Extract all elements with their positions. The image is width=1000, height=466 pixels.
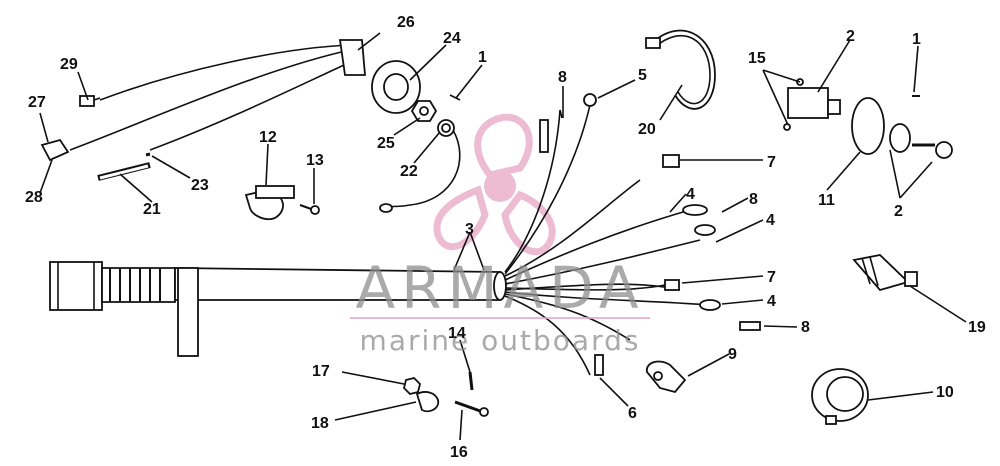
callout-18: 18 <box>311 415 329 432</box>
callout-11: 11 <box>818 192 835 209</box>
callout-2-bottom: 2 <box>894 203 903 220</box>
callout-10: 10 <box>936 384 954 401</box>
gauge-assembly <box>371 60 461 213</box>
callout-16: 16 <box>450 444 468 461</box>
callout-19: 19 <box>968 319 986 336</box>
watermark-brand: ARMADA <box>355 254 644 322</box>
callout-15: 15 <box>748 50 766 67</box>
callout-23: 23 <box>191 177 209 194</box>
callout-4-bottom: 4 <box>767 293 776 310</box>
main-harness <box>49 93 761 376</box>
callout-labels: 26 24 1 29 27 28 25 22 23 21 12 13 3 8 5… <box>25 14 986 461</box>
callout-8-bottom: 8 <box>801 319 810 336</box>
hardware <box>403 371 489 417</box>
watermark-tagline: marine outboards <box>360 324 641 357</box>
callout-27: 27 <box>28 94 46 111</box>
callout-3: 3 <box>465 221 474 238</box>
leader-lines <box>39 32 967 441</box>
callout-5: 5 <box>638 67 647 84</box>
callout-29: 29 <box>60 56 78 73</box>
callout-6: 6 <box>628 405 637 422</box>
callout-25: 25 <box>377 135 395 152</box>
cable-strap <box>645 29 716 110</box>
boot-connector <box>646 360 687 394</box>
callout-14: 14 <box>448 325 466 342</box>
callout-17: 17 <box>312 363 330 380</box>
callout-4-top: 4 <box>686 186 695 203</box>
callout-28: 28 <box>25 189 43 206</box>
callout-8-top: 8 <box>558 69 567 86</box>
clamp-assembly <box>244 185 320 221</box>
callout-12: 12 <box>259 129 277 146</box>
watermark: ARMADA marine outboards <box>350 254 650 357</box>
callout-9: 9 <box>728 346 737 363</box>
callout-21: 21 <box>143 201 161 218</box>
rectifier <box>811 368 869 425</box>
callout-1-left: 1 <box>478 49 487 66</box>
callout-20: 20 <box>638 121 656 138</box>
callout-2-top: 2 <box>846 28 855 45</box>
connector-plug <box>852 254 918 292</box>
callout-24: 24 <box>443 30 461 47</box>
ignition-switch <box>783 78 953 159</box>
callout-22: 22 <box>400 163 418 180</box>
callout-1-right: 1 <box>912 31 921 48</box>
sender-wires <box>40 39 366 181</box>
callout-13: 13 <box>306 152 324 169</box>
callout-8-mid: 8 <box>749 191 758 208</box>
callout-26: 26 <box>397 14 415 31</box>
callout-7-top: 7 <box>767 154 776 171</box>
propeller-logo <box>433 113 556 256</box>
callout-7-bottom: 7 <box>767 269 776 286</box>
callout-4-mid: 4 <box>766 212 775 229</box>
